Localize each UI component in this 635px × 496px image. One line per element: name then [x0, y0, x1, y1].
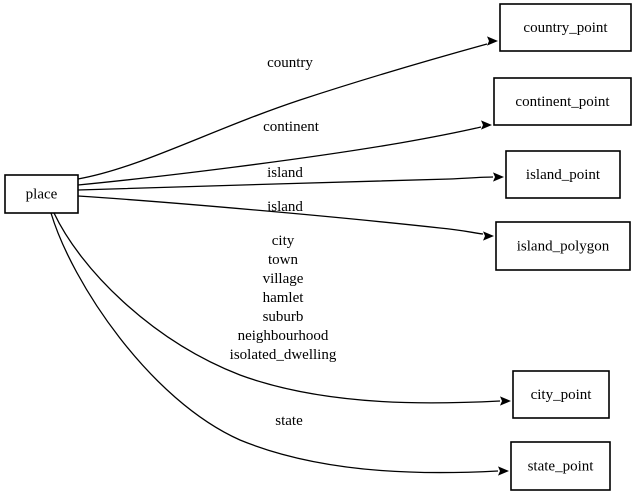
node-label-city_point: city_point	[531, 387, 593, 403]
node-box-island_point	[505, 150, 621, 199]
edge-label-line: hamlet	[263, 290, 305, 306]
edge-label-place-to-country_point: country	[267, 55, 313, 71]
arrowhead-icon	[487, 36, 498, 46]
node-label-country_point: country_point	[523, 20, 608, 36]
node-state_point[interactable]: state_point	[510, 441, 611, 491]
arrowhead-icon	[493, 172, 504, 182]
edge-label-line: isolated_dwelling	[230, 347, 337, 363]
edge-label-place-to-city_point: city town village hamlet suburb neighbourhood…	[230, 233, 337, 363]
edge-label-line: village	[263, 271, 304, 287]
node-city_point[interactable]: city_point	[512, 370, 610, 419]
node-box-country_point	[499, 3, 632, 52]
node-box-island_polygon	[495, 221, 631, 271]
node-island_polygon[interactable]: island_polygon	[495, 221, 631, 271]
edge-path-place-to-city_point	[53, 212, 501, 404]
edge-labels-layer: country continent island island city town vill…	[230, 55, 337, 429]
edge-path-place-to-island_polygon	[77, 195, 484, 235]
edge-path-place-to-continent_point	[77, 126, 482, 186]
edge-label-line: neighbourhood	[238, 328, 329, 344]
edge-label-place-to-continent_point: continent	[263, 119, 320, 135]
edge-label-place-to-island_point: island	[267, 165, 303, 181]
edge-label-line: state	[275, 413, 303, 429]
edge-label-place-to-island_polygon: island	[267, 199, 303, 215]
node-label-island_polygon: island_polygon	[517, 238, 610, 254]
node-place[interactable]: place	[4, 174, 79, 214]
edge-label-line: island	[267, 199, 303, 215]
node-box-continent_point	[493, 77, 632, 126]
edge-path-place-to-island_point	[77, 176, 494, 191]
arrowhead-icon	[483, 231, 494, 241]
edges-layer	[50, 36, 511, 476]
node-country_point[interactable]: country_point	[499, 3, 632, 52]
node-box-place	[4, 174, 79, 214]
node-label-place: place	[26, 186, 58, 202]
edge-label-line: continent	[263, 119, 320, 135]
edge-label-line: country	[267, 55, 313, 71]
edge-path-place-to-country_point	[77, 43, 488, 180]
edge-place-to-city_point	[53, 212, 511, 406]
edge-place-to-country_point	[77, 36, 498, 180]
node-island_point[interactable]: island_point	[505, 150, 621, 199]
node-box-state_point	[510, 441, 611, 491]
arrowhead-icon	[500, 396, 511, 406]
arrowhead-icon	[498, 466, 509, 476]
nodes-layer: place country_point continent_point island_…	[4, 3, 632, 491]
edge-label-line: island	[267, 165, 303, 181]
node-box-city_point	[512, 370, 610, 419]
edge-label-line: town	[268, 252, 299, 268]
node-label-island_point: island_point	[526, 167, 601, 183]
node-label-continent_point: continent_point	[515, 94, 610, 110]
arrowhead-icon	[481, 120, 492, 130]
edge-label-place-to-state_point: state	[275, 413, 303, 429]
edge-place-to-state_point	[50, 212, 509, 476]
node-label-state_point: state_point	[528, 458, 595, 474]
edge-place-to-island_point	[77, 172, 504, 191]
edge-path-place-to-state_point	[50, 212, 499, 474]
edge-label-line: suburb	[263, 309, 304, 325]
node-continent_point[interactable]: continent_point	[493, 77, 632, 126]
edge-place-to-island_polygon	[77, 195, 494, 241]
edge-label-line: city	[272, 233, 295, 249]
edge-place-to-continent_point	[77, 120, 492, 186]
